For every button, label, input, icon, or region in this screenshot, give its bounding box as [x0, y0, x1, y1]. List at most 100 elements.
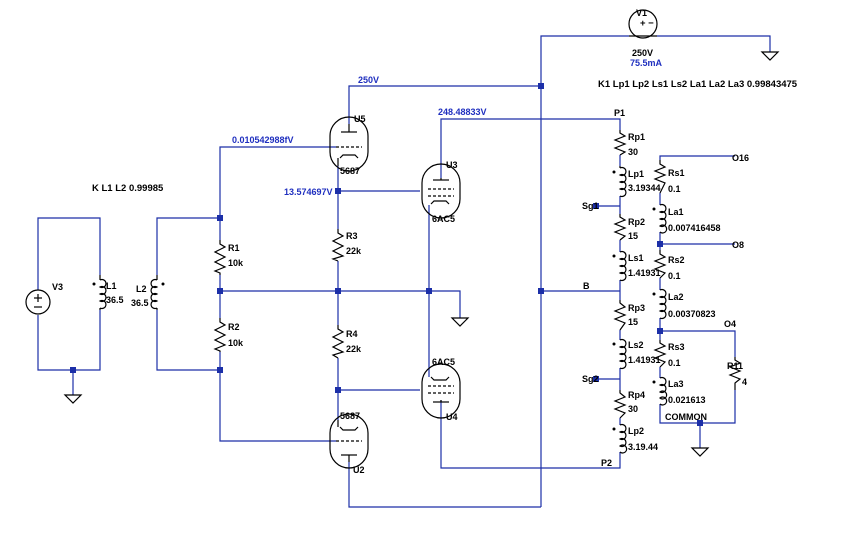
l1-name: L1 [106, 281, 117, 291]
lp1-name: Lp1 [628, 169, 644, 179]
la1-value: 0.007416458 [668, 223, 721, 233]
v1-name: V1 [636, 8, 647, 18]
ground-symbol [690, 447, 710, 457]
resistor-r3[interactable] [331, 229, 345, 262]
r3-value: 22k [346, 246, 362, 256]
ls1-name: Ls1 [628, 253, 644, 263]
resistor-rp3[interactable] [613, 300, 627, 331]
resistor-rp1[interactable] [613, 130, 627, 156]
u2-model: 5687 [340, 411, 360, 421]
inductor-l1[interactable] [92, 275, 107, 310]
ground-symbol [63, 394, 83, 404]
svg-text:+ −: + − [640, 18, 654, 29]
node-label-o4: O4 [724, 319, 736, 329]
resistor-rp4[interactable] [613, 390, 627, 419]
ls2-name: Ls2 [628, 340, 644, 350]
node-label-common: COMMON [665, 412, 707, 422]
lp2-name: Lp2 [628, 426, 644, 436]
inductor-ls1[interactable] [612, 250, 627, 282]
node-label-o8: O8 [732, 240, 744, 250]
r2-value: 10k [228, 338, 244, 348]
resistor-rs3[interactable] [653, 340, 667, 368]
rp4-name: Rp4 [628, 390, 645, 400]
node-label-sg2: Sg2 [582, 374, 599, 384]
r1-value: 10k [228, 258, 244, 268]
coupling-directive-output: K1 Lp1 Lp2 Ls1 Ls2 La1 La2 La3 0.9984347… [598, 79, 798, 90]
rp3-name: Rp3 [628, 303, 645, 313]
resistor-r1[interactable] [213, 240, 227, 275]
node-label-b: B [583, 281, 590, 291]
node-label-u5-grid: 0.010542988fV [232, 135, 294, 145]
lp1-value: 3.19344 [628, 183, 661, 193]
inductor-lp1[interactable] [612, 166, 627, 198]
node-label-supply: 250V [358, 75, 379, 85]
la3-name: La3 [668, 379, 684, 389]
lp2-value: 3.19.44 [628, 442, 658, 452]
u3-name: U3 [446, 160, 458, 170]
inductor-la1[interactable] [652, 203, 668, 234]
rp1-value: 30 [628, 147, 638, 157]
rp3-value: 15 [628, 317, 638, 327]
resistor-rp2[interactable] [613, 214, 627, 241]
r11-value: 4 [742, 377, 747, 387]
la2-name: La2 [668, 292, 684, 302]
r11-name: R11 [727, 361, 743, 371]
inductor-l2[interactable] [150, 275, 165, 310]
rs1-name: Rs1 [668, 168, 685, 178]
inductor-la2[interactable] [652, 288, 667, 320]
resistor-rs2[interactable] [653, 250, 667, 279]
rs3-name: Rs3 [668, 342, 685, 352]
node-label-o16: O16 [732, 153, 749, 163]
node-label-p1: P1 [614, 108, 625, 118]
tube-u3[interactable] [421, 163, 461, 219]
rp2-value: 15 [628, 231, 638, 241]
ls2-value: 1.41931 [628, 355, 661, 365]
resistor-r4[interactable] [331, 325, 345, 359]
u5-name: U5 [354, 114, 366, 124]
u5-model: 5687 [340, 166, 360, 176]
rs1-value: 0.1 [668, 184, 681, 194]
la1-name: La1 [668, 207, 684, 217]
coupling-directive-main: K L1 L2 0.99985 [92, 183, 164, 194]
r4-value: 22k [346, 344, 362, 354]
r1-name: R1 [228, 243, 240, 253]
tube-u2[interactable] [329, 413, 369, 469]
ground-symbol [450, 317, 470, 327]
rs2-value: 0.1 [668, 271, 681, 281]
inductor-ls2[interactable] [612, 338, 627, 370]
tube-u5[interactable] [329, 116, 369, 172]
rs3-value: 0.1 [668, 358, 681, 368]
r4-name: R4 [346, 329, 358, 339]
la3-value: 0.021613 [668, 395, 706, 405]
resistor-r11[interactable] [728, 357, 742, 390]
voltage-source-v1[interactable]: + − [628, 9, 658, 39]
la2-value: 0.00370823 [668, 309, 716, 319]
tube-u4[interactable] [421, 363, 461, 419]
l1-value: 36.5 [106, 295, 124, 305]
u3-model: 6AC5 [432, 214, 455, 224]
junction-dots [70, 83, 703, 426]
inductor-lp2[interactable] [612, 423, 628, 454]
voltage-source-v3[interactable] [25, 289, 51, 315]
rp4-value: 30 [628, 404, 638, 414]
u4-model: 6AC5 [432, 357, 455, 367]
resistor-r2[interactable] [213, 318, 227, 352]
r3-name: R3 [346, 231, 358, 241]
v3-name: V3 [52, 282, 63, 292]
resistor-rs1[interactable] [653, 160, 667, 194]
node-label-p1-voltage: 248.48833V [438, 107, 487, 117]
ls1-value: 1.41931 [628, 268, 661, 278]
l2-value: 36.5 [131, 298, 149, 308]
inductor-la3[interactable] [652, 376, 668, 406]
v1-current: 75.5mA [630, 58, 663, 68]
rs2-name: Rs2 [668, 255, 685, 265]
node-label-sg1: Sg1 [582, 201, 599, 211]
rp1-name: Rp1 [628, 132, 645, 142]
l2-name: L2 [136, 284, 147, 294]
ground-symbol [760, 51, 780, 61]
rp2-name: Rp2 [628, 217, 645, 227]
node-label-p2: P2 [601, 458, 612, 468]
u2-name: U2 [353, 465, 365, 475]
r2-name: R2 [228, 322, 240, 332]
